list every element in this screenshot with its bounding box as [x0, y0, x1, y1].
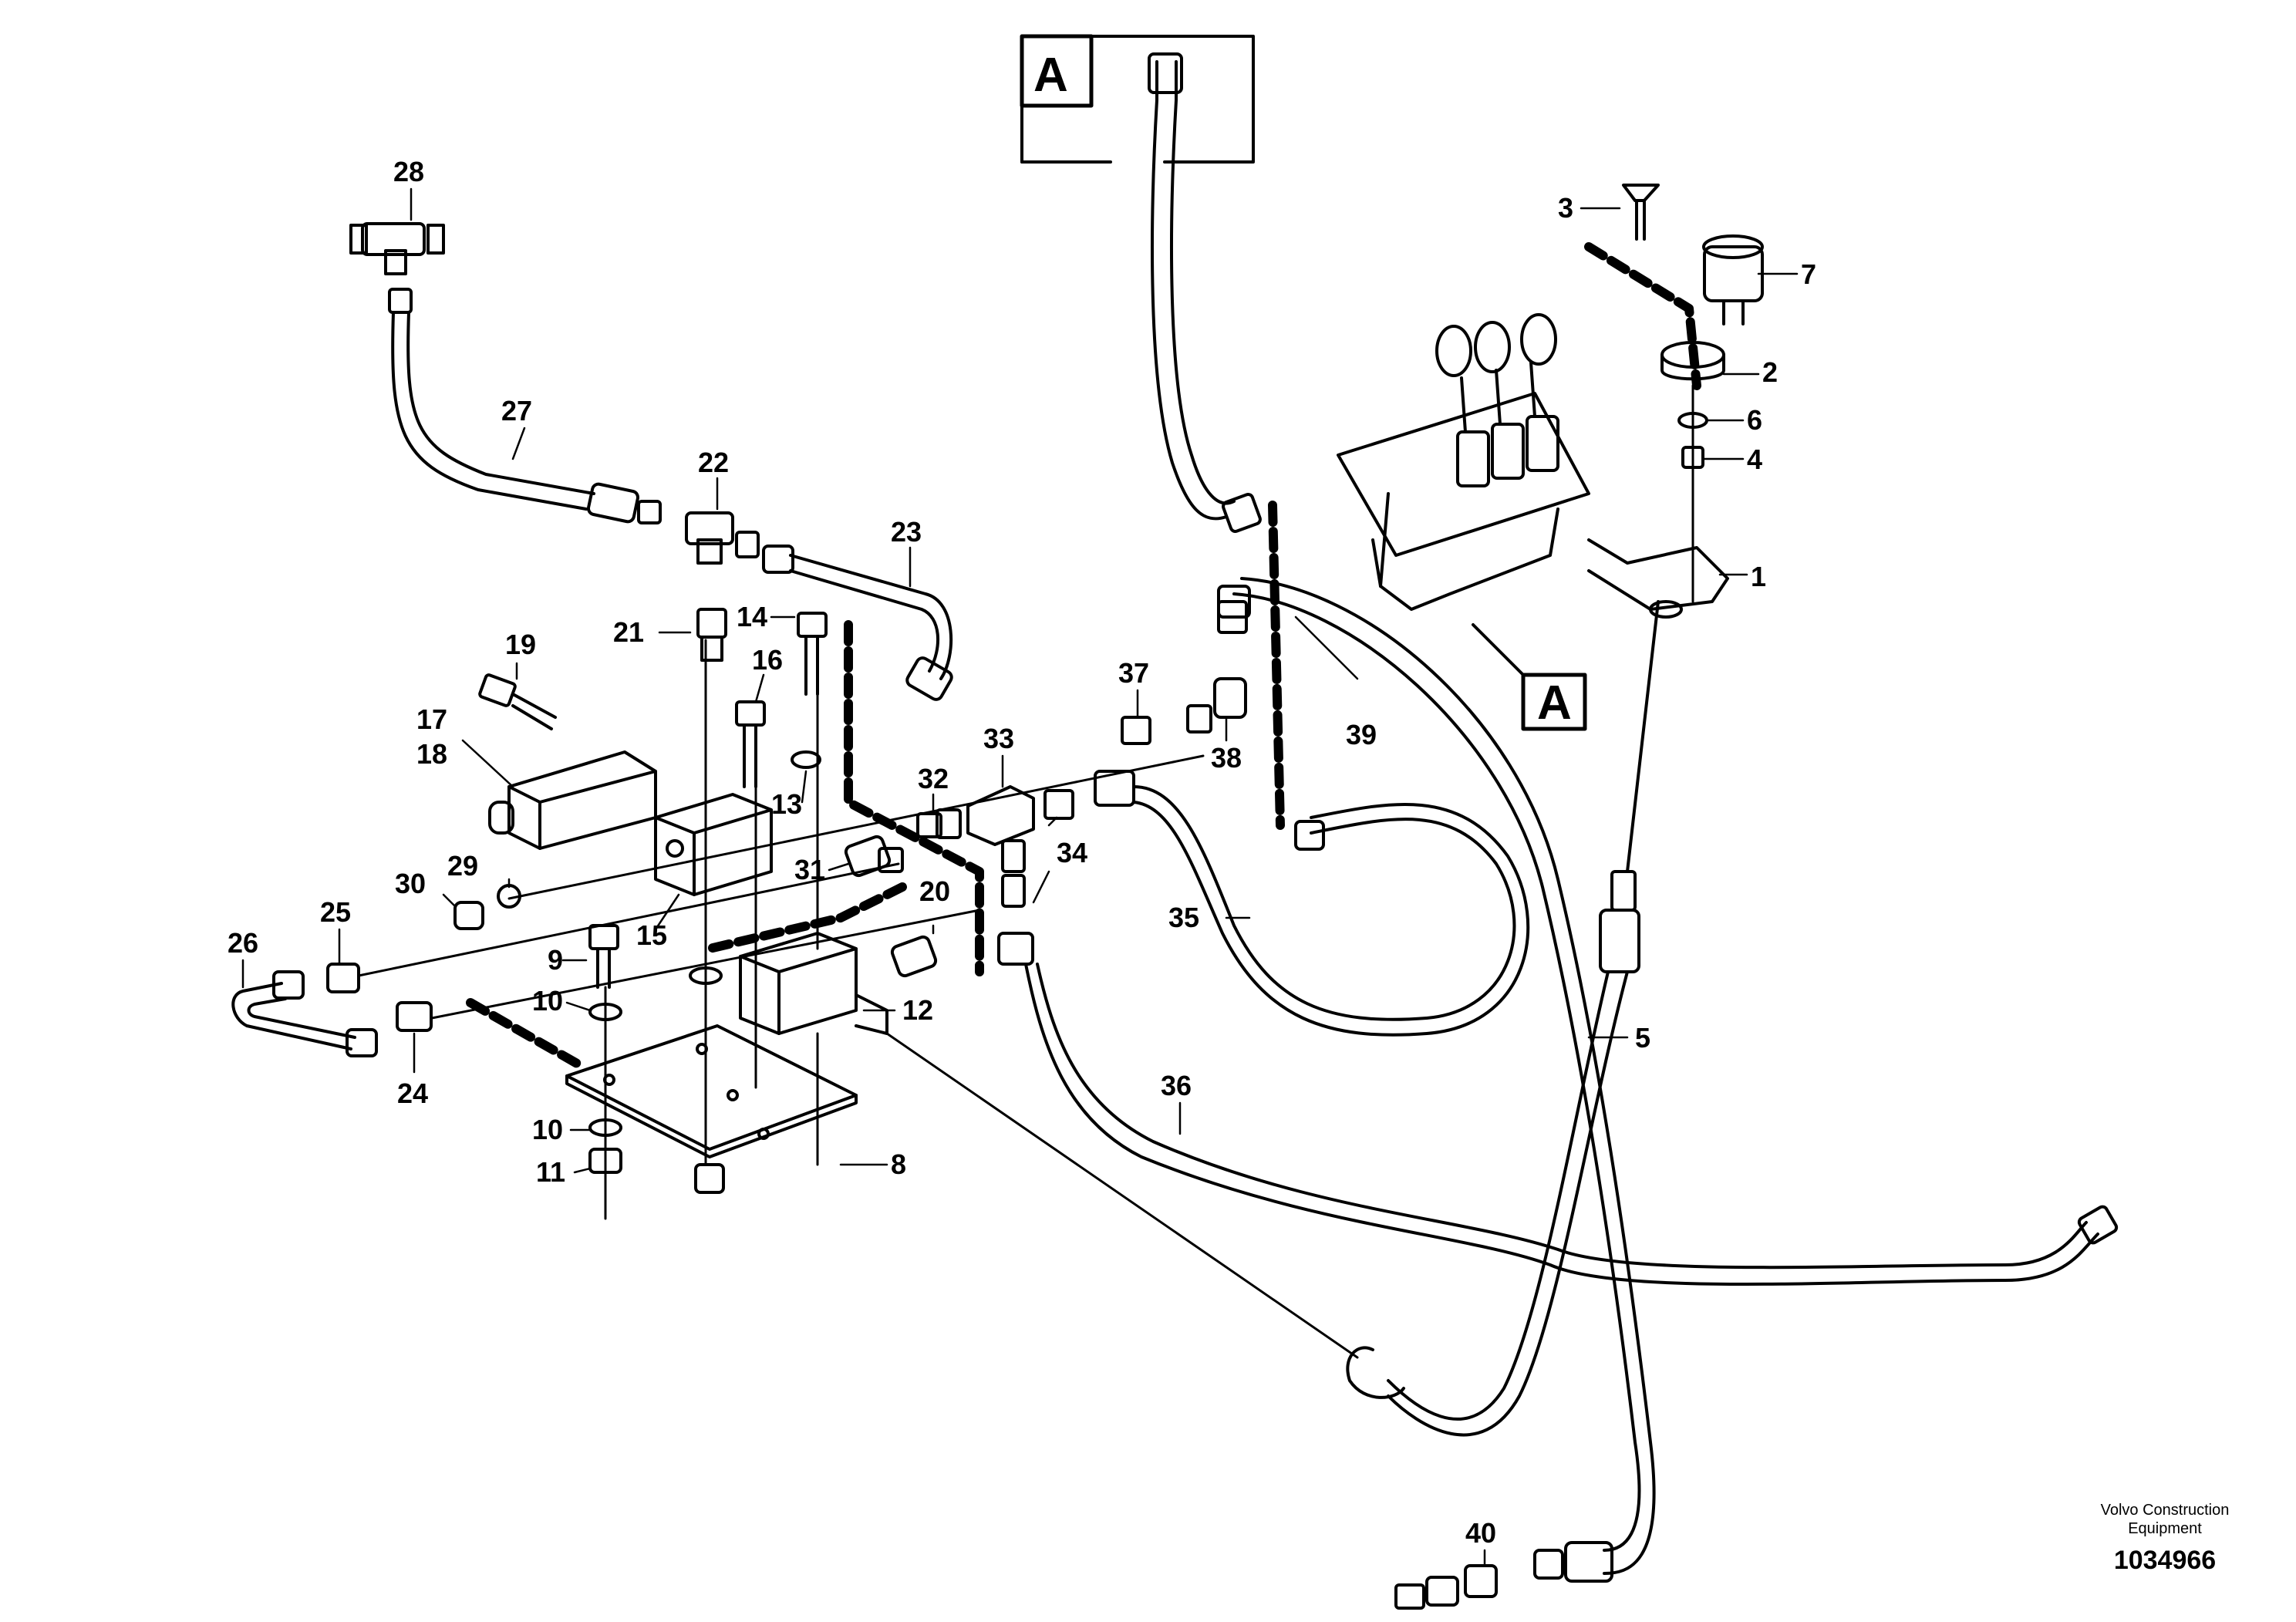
callout-29: 29 [447, 850, 478, 882]
callout-9: 9 [548, 944, 563, 976]
callout-16: 16 [752, 644, 783, 676]
hose-from-a [1148, 52, 1262, 533]
connection-lines [357, 639, 1359, 1359]
hose-39 [1217, 577, 1656, 1583]
bolt-16 [735, 700, 766, 788]
company-name: Volvo Construction Equipment [2100, 1502, 2230, 1537]
elbow-31 [844, 835, 904, 878]
callout-21: 21 [613, 616, 644, 648]
elbow-20 [890, 935, 938, 978]
callout-10a: 10 [532, 985, 563, 1017]
callout-14: 14 [737, 601, 767, 632]
callout-12: 12 [902, 994, 933, 1026]
fitting-37 [1121, 704, 1212, 745]
callout-40: 40 [1465, 1517, 1496, 1549]
tee-fitting-28 [349, 222, 445, 314]
callout-6: 6 [1747, 404, 1762, 436]
control-valve [1337, 313, 1590, 611]
callout-22: 22 [698, 447, 729, 478]
callout-18: 18 [416, 738, 447, 770]
callout-7: 7 [1801, 258, 1816, 290]
callout-26: 26 [228, 927, 258, 959]
callout-39: 39 [1346, 719, 1377, 750]
callout-24: 24 [397, 1077, 428, 1109]
bolt-19 [478, 673, 557, 730]
section-a-letter-side: A [1537, 676, 1572, 730]
cable-5 [1346, 600, 1660, 1437]
callout-28: 28 [393, 156, 424, 187]
callout-1: 1 [1751, 561, 1766, 592]
callout-10b: 10 [532, 1114, 563, 1145]
callout-36: 36 [1161, 1070, 1192, 1101]
pipe-26 [231, 970, 378, 1057]
callout-15: 15 [636, 919, 667, 951]
fitting-21 [696, 608, 727, 662]
hose-35 [1132, 785, 1530, 1037]
hose-27 [391, 311, 662, 524]
fitting-25 [326, 963, 360, 993]
fitting-32 [916, 808, 962, 839]
fitting-24 [396, 1001, 433, 1032]
gauge-7 [1702, 234, 1764, 325]
bolt-9 [588, 924, 619, 989]
bracket-1 [1587, 538, 1729, 619]
manifold-block-12 [739, 932, 888, 1035]
screw-3 [1622, 184, 1660, 241]
pipe-23 [762, 545, 953, 701]
valve-17-18 [488, 750, 657, 850]
callout-20: 20 [919, 875, 950, 907]
tee-33 [966, 785, 1035, 873]
elbow-38 [1213, 600, 1248, 719]
callout-30: 30 [395, 868, 426, 899]
footer: Volvo Construction Equipment 1034966 [2080, 1501, 2250, 1576]
section-a-frame-top [1020, 34, 1255, 164]
section-a-frame-side [1472, 623, 1587, 731]
callout-labels: 1 2 3 4 5 6 7 8 9 10 10 11 12 13 14 15 1… [228, 156, 1816, 1549]
plate-8 [565, 1024, 858, 1158]
callout-19: 19 [505, 629, 536, 660]
callout-17: 17 [416, 703, 447, 735]
callout-23: 23 [891, 516, 922, 548]
callout-37: 37 [1118, 657, 1149, 689]
manifold-block-15 [654, 793, 773, 896]
callout-34: 34 [1057, 837, 1087, 868]
callout-2: 2 [1762, 356, 1778, 388]
callout-25: 25 [320, 896, 351, 928]
section-a-letter-top: A [1033, 49, 1068, 102]
fitting-below-33 [997, 874, 1034, 966]
washer-13 [791, 750, 821, 769]
plug-lower [694, 1163, 725, 1194]
callout-11: 11 [536, 1156, 565, 1188]
callout-33: 33 [983, 723, 1014, 754]
tee-fitting-22 [685, 511, 760, 565]
document-number: 1034966 [2113, 1546, 2217, 1575]
callout-32: 32 [918, 763, 949, 794]
leader-lines [241, 187, 1799, 1567]
callout-5: 5 [1635, 1022, 1650, 1054]
callout-38: 38 [1211, 742, 1242, 774]
callout-13: 13 [771, 788, 802, 820]
callout-35: 35 [1168, 902, 1199, 933]
bolt-14 [797, 612, 828, 696]
fitting-40 [1394, 1564, 1498, 1610]
callout-4: 4 [1747, 443, 1762, 475]
callout-3: 3 [1558, 192, 1573, 224]
callout-8: 8 [891, 1148, 906, 1180]
hose-36 [1024, 963, 2119, 1286]
flange-2 [1660, 341, 1725, 381]
callout-27: 27 [501, 395, 532, 427]
callout-31: 31 [794, 854, 825, 885]
dashed-leaders [466, 242, 1701, 1069]
plug-30 [453, 901, 484, 930]
